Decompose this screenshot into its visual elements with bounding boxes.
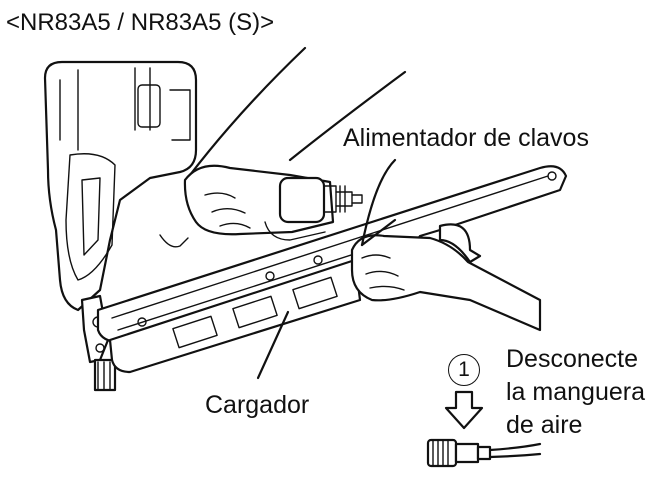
- feeder-leader-line: [360, 158, 397, 247]
- hand-icon: [159, 46, 407, 248]
- disconnect-line-3: de aire: [506, 411, 583, 439]
- air-hose-connector-icon: [426, 438, 542, 468]
- magazine-label: Cargador: [205, 391, 310, 419]
- feeder-label: Alimentador de clavos: [343, 124, 589, 152]
- feeder-hand: [350, 218, 542, 332]
- model-title: <NR83A5 / NR83A5 (S)>: [6, 9, 275, 36]
- magazine-leader-line: [256, 310, 290, 380]
- down-arrow-icon: [444, 390, 484, 430]
- nailer-body: [43, 60, 198, 392]
- disconnect-line-1: Desconecte: [506, 345, 639, 373]
- step-number-badge: 1: [448, 354, 480, 386]
- disconnect-hose-label: Desconecte la manguera de aire: [506, 343, 645, 442]
- disconnect-line-2: la manguera: [506, 378, 645, 406]
